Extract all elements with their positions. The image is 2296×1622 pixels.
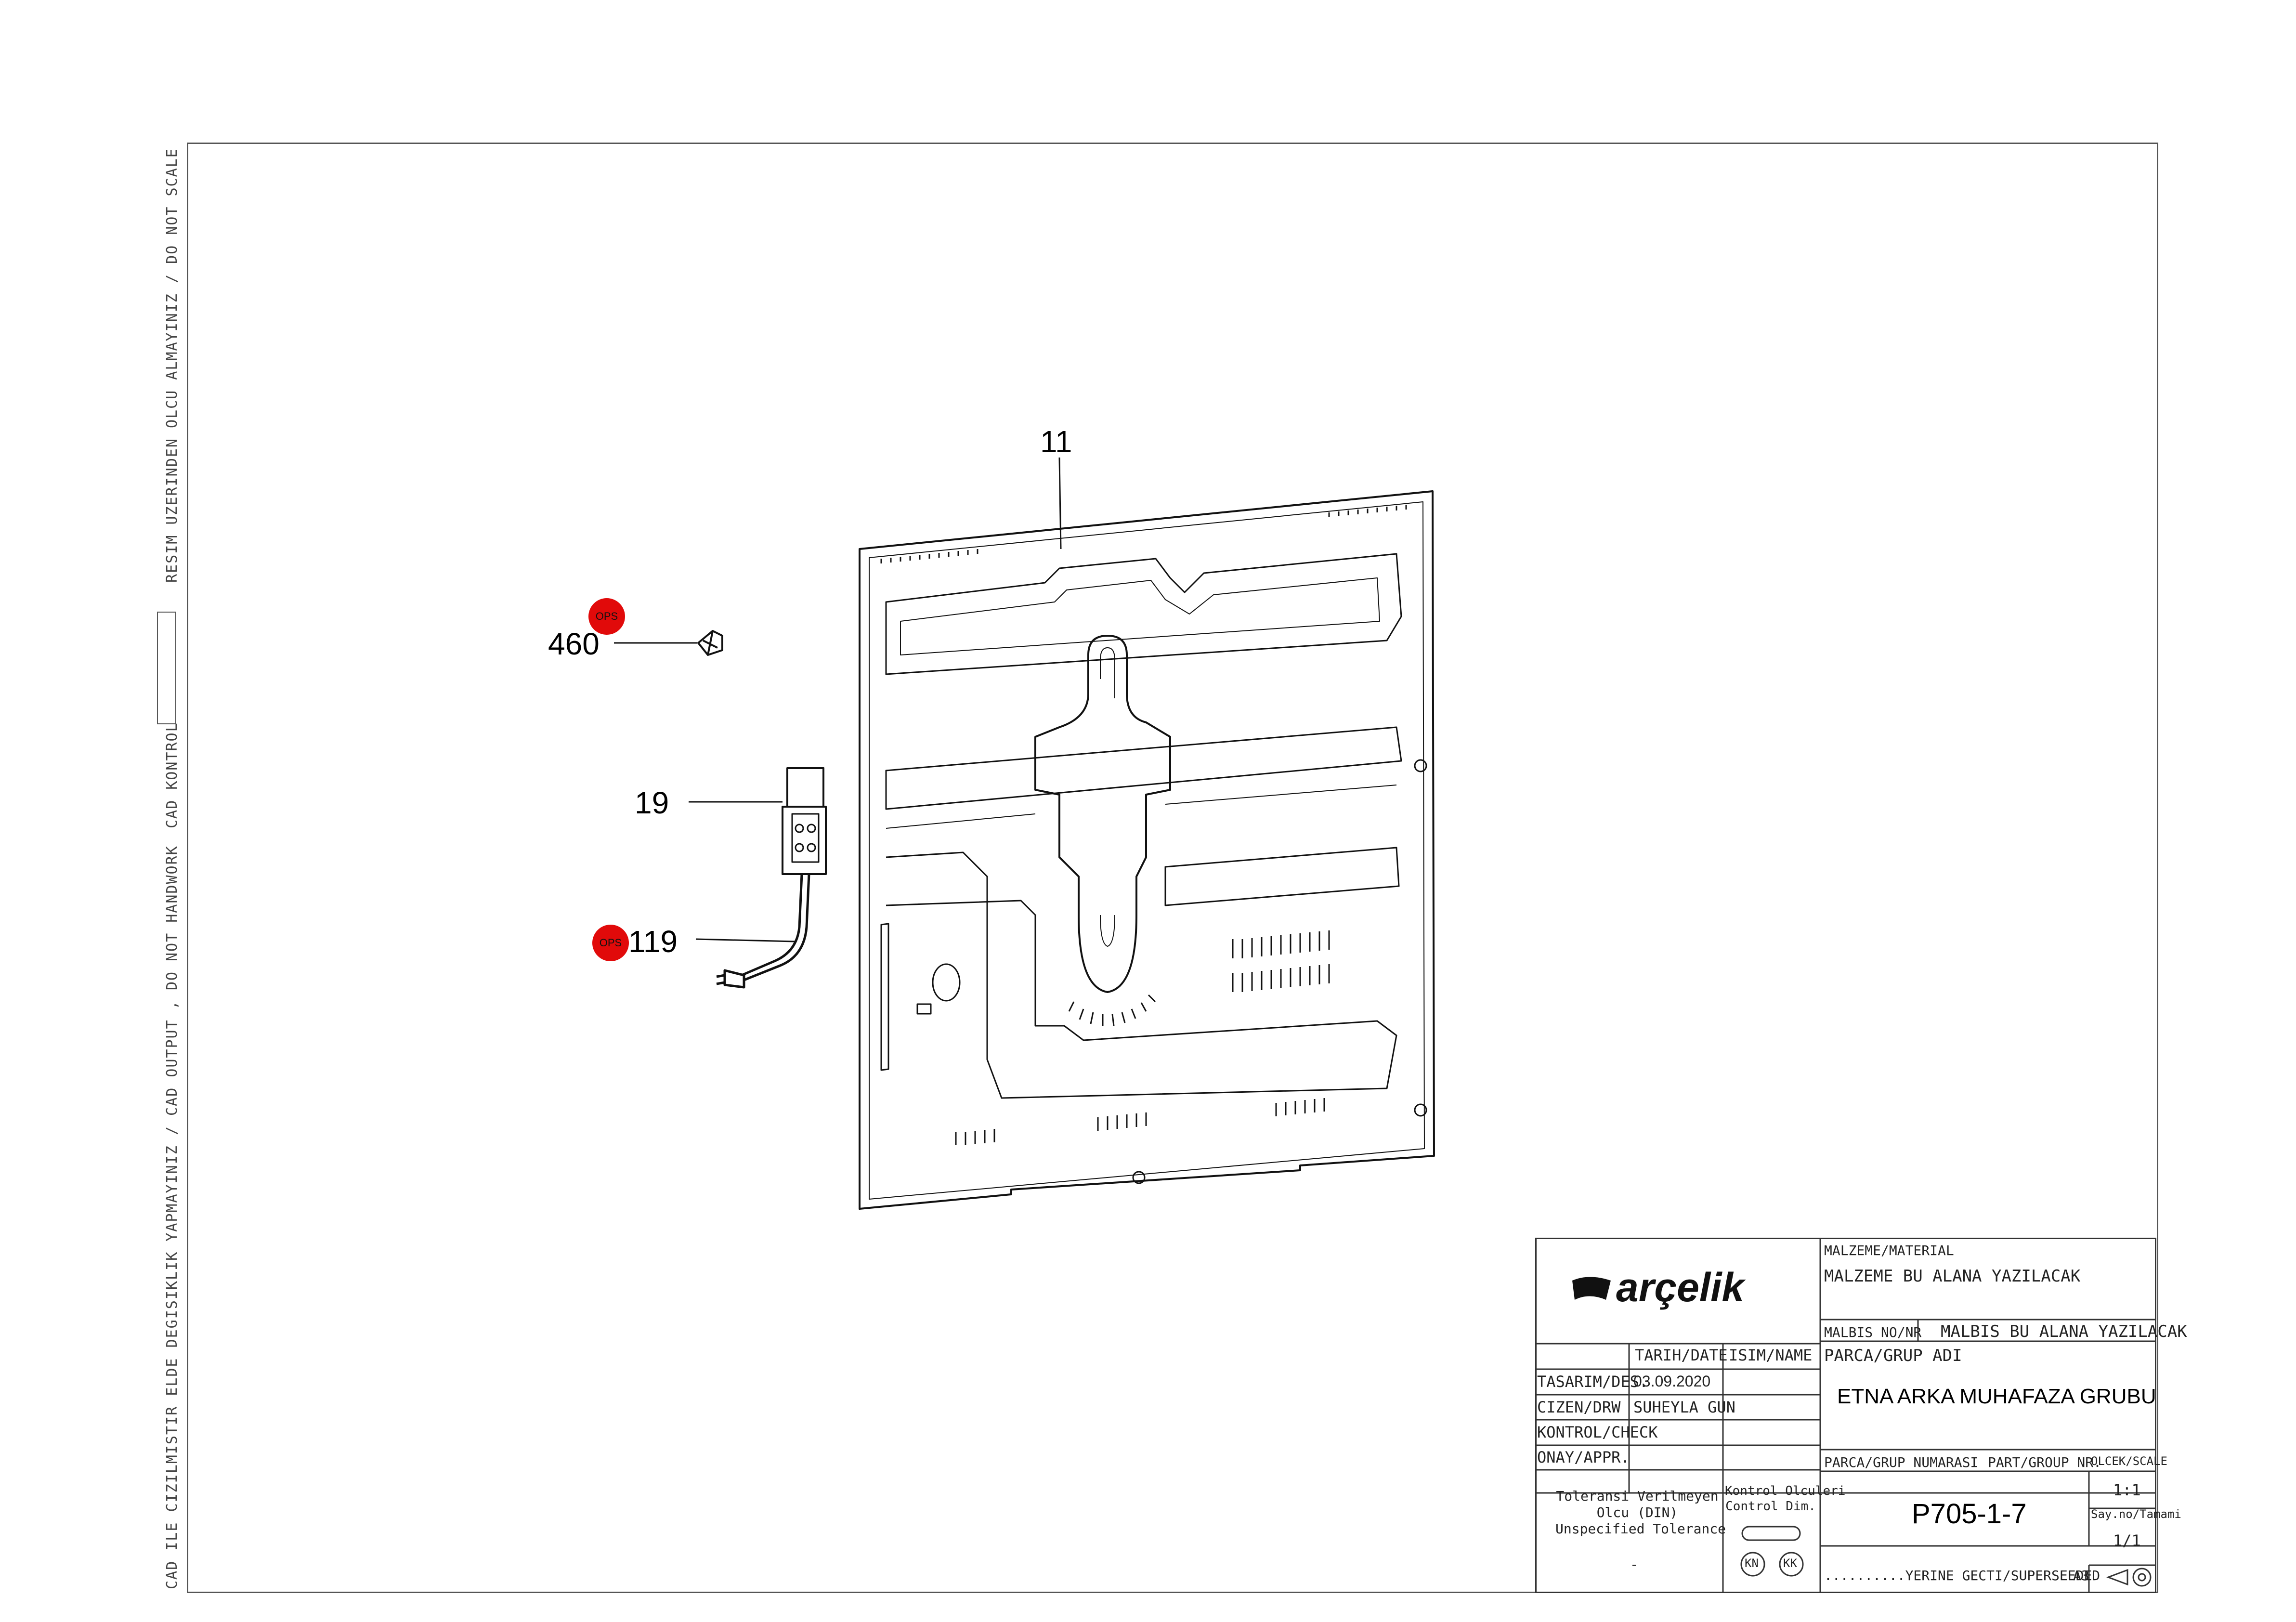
arcelik-logo: arçelik (1570, 1264, 1744, 1311)
name-header: ISIM/NAME (1729, 1346, 1813, 1364)
date-header: TARIH/DATE (1635, 1346, 1728, 1364)
callout-460: 460 (548, 627, 600, 661)
control-dims: Kontrol Olculeri Control Dim. (1725, 1483, 1846, 1514)
arcelik-logo-text: arçelik (1616, 1265, 1745, 1310)
part-number-label: PARCA/GRUP NUMARASI (1824, 1454, 1979, 1470)
tolerance-note: Toleransi Verilmeyen Olcu (DIN) Unspecif… (1555, 1488, 1726, 1537)
part-number-label-en: PART/GROUP NR. (1988, 1454, 2102, 1470)
sheet-value: 1/1 (2113, 1531, 2141, 1550)
power-cable-part-119 (716, 874, 810, 989)
sheet-label: Say.no/Tamami (2091, 1507, 2181, 1521)
part-number: P705-1-7 (1912, 1498, 2027, 1530)
tolerance-line-1: Toleransi Verilmeyen (1556, 1488, 1719, 1504)
title-block-grid (1535, 1238, 2156, 1593)
scale-label: OLCEK/SCALE (2091, 1454, 2167, 1468)
ops-badge-460: OPS (588, 598, 625, 635)
tolerance-line-2: Olcu (DIN) (1596, 1504, 1678, 1520)
clip-part-460 (697, 630, 723, 656)
row-label-drawn: CIZEN/DRW (1537, 1398, 1621, 1416)
malbis-value: MALBIS BU ALANA YAZILACAK (1941, 1322, 2187, 1341)
superseded-note: ..........YERINE GECTI/SUPERSEEDED (1824, 1568, 2100, 1583)
callout-19: 19 (635, 785, 669, 820)
leader-lines (614, 457, 1062, 942)
callout-11: 11 (1040, 424, 1072, 459)
row-label-approve: ONAY/APPR. (1537, 1448, 1630, 1466)
part-name-label: PARCA/GRUP ADI (1824, 1346, 1962, 1365)
arcelik-logo-mark-icon (1572, 1277, 1611, 1300)
control-line-1: Kontrol Olculeri (1725, 1484, 1846, 1498)
control-line-2: Control Dim. (1725, 1499, 1816, 1514)
kn-symbol: KN (1745, 1557, 1759, 1570)
ops-badge-119: OPS (592, 925, 629, 961)
row-date-design: 03.09.2020 (1633, 1373, 1711, 1390)
cad-kontrol-box (157, 612, 176, 724)
material-value: MALZEME BU ALANA YAZILACAK (1824, 1267, 2081, 1286)
tolerance-line-3: Unspecified Tolerance (1555, 1521, 1726, 1537)
scale-value: 1:1 (2113, 1481, 2141, 1499)
back-panel-part (859, 490, 1435, 1210)
kk-symbol: KK (1783, 1557, 1797, 1570)
material-header: MALZEME/MATERIAL (1824, 1243, 1954, 1258)
terminal-block-part-19 (782, 767, 827, 875)
callout-119: 119 (628, 924, 678, 959)
row-label-design: TASARIM/DES. (1537, 1373, 1649, 1391)
malbis-label: MALBIS NO/NR (1824, 1324, 1922, 1340)
row-label-check: KONTROL/CHECK (1537, 1423, 1658, 1441)
tolerance-dash: - (1630, 1557, 1638, 1572)
drawing-frame (187, 143, 2158, 1593)
part-name: ETNA ARKA MUHAFAZA GRUBU (1837, 1385, 2156, 1408)
row-date-drawn: SUHEYLA GUN (1633, 1398, 1735, 1416)
paper-size: A3 (2073, 1568, 2089, 1583)
